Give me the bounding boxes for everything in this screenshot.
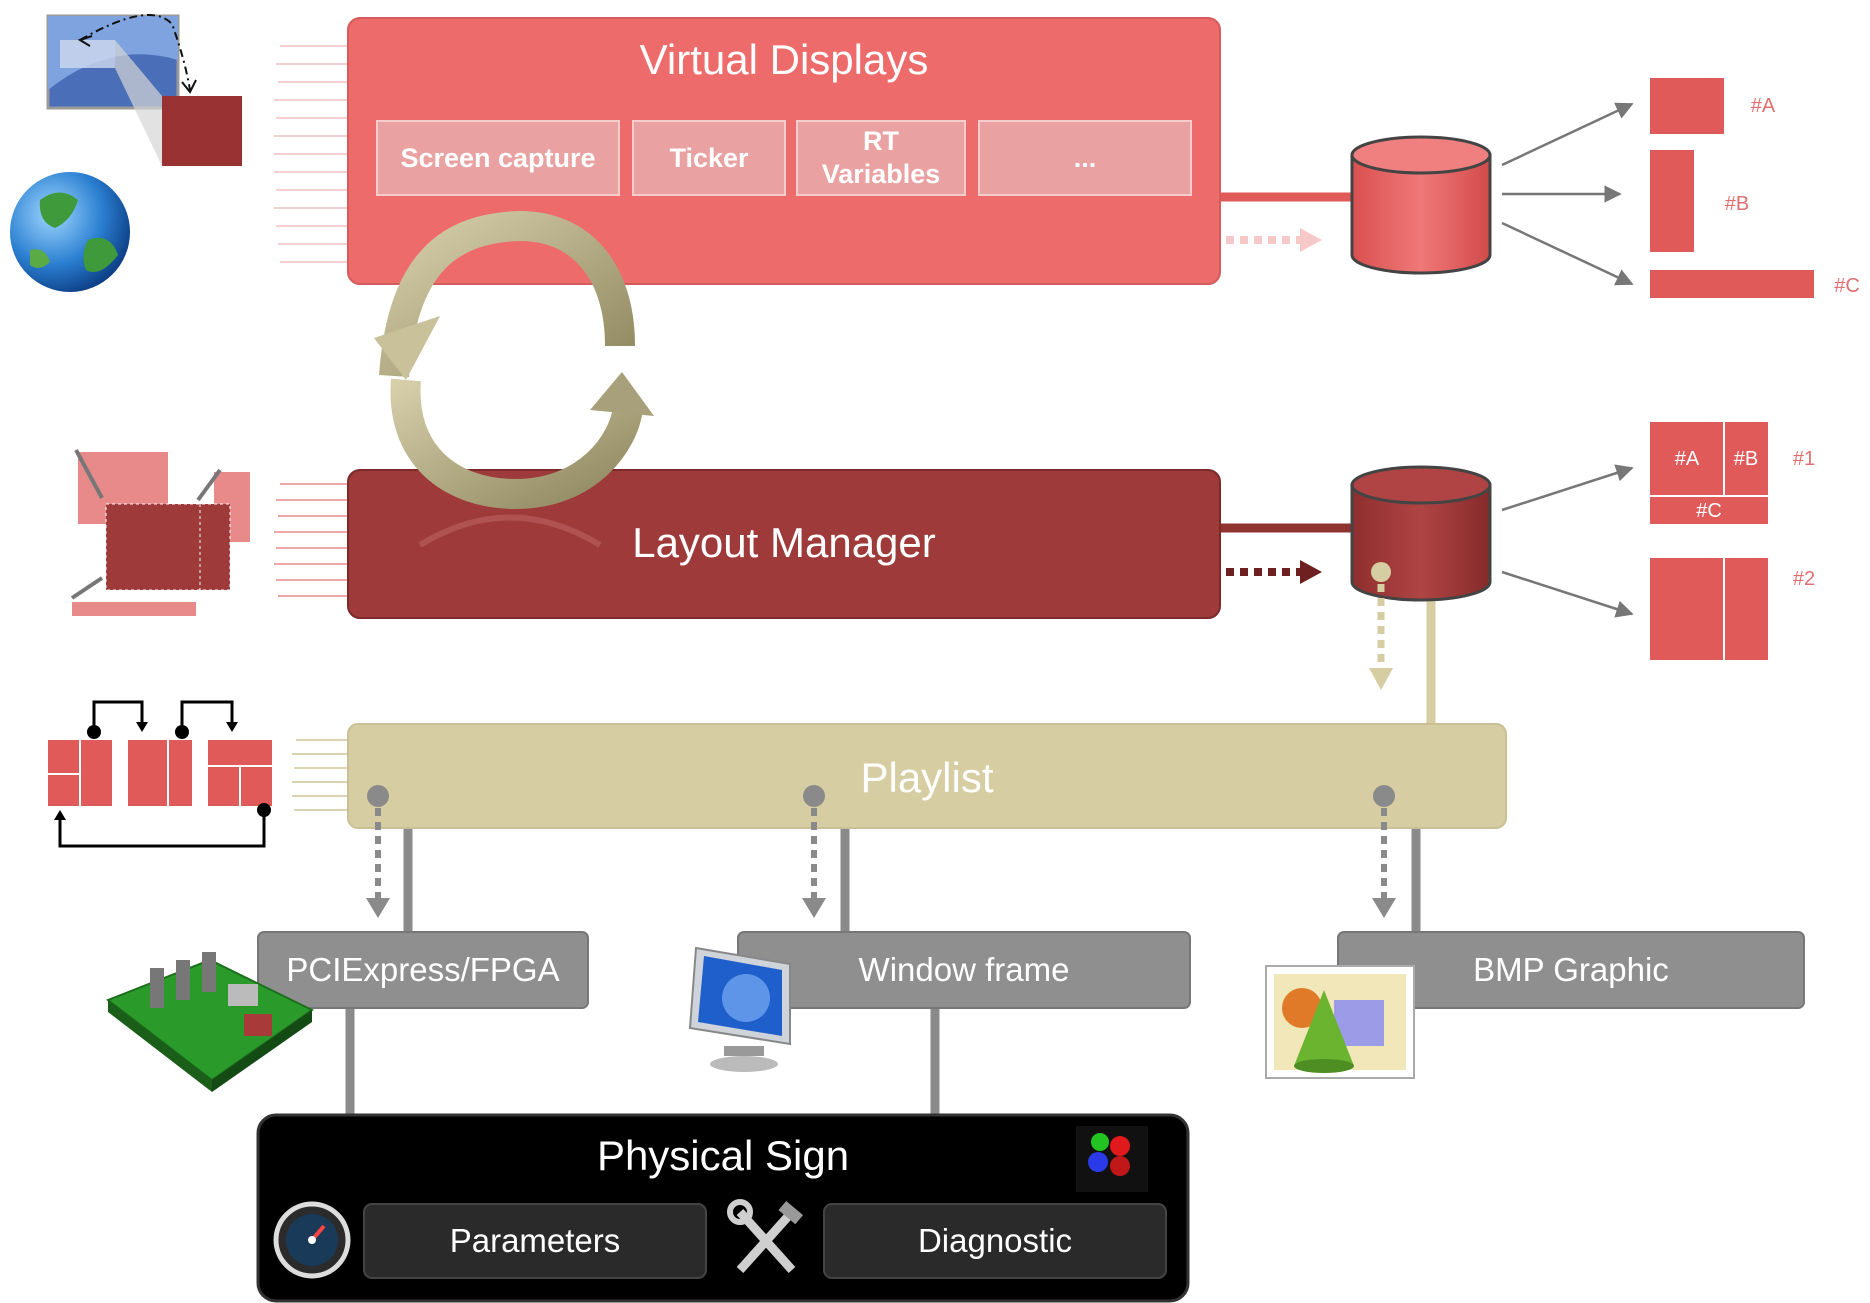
layout1-cell-c: #C: [1696, 499, 1722, 522]
rgb-led-icon: [1076, 1126, 1148, 1192]
input-stripes: [274, 45, 350, 263]
layout-manager-panel: [347, 469, 1221, 619]
tools-icon: [727, 1199, 804, 1274]
database-icon: [1350, 465, 1492, 602]
display-regions: [1650, 78, 1814, 298]
connectors: [345, 192, 1436, 1115]
flow-playlist-to-outputs: [366, 785, 1396, 918]
gauge-icon: [273, 1201, 351, 1279]
input-stripes: [292, 739, 350, 811]
screen-capture-icon: [46, 14, 242, 166]
bmp-image-icon: [1265, 965, 1415, 1079]
playlist-sequence-icon: [48, 700, 272, 848]
physical-sign-title: Physical Sign: [596, 1132, 850, 1179]
region-b: [1650, 150, 1694, 252]
layout-arrange-icon: [70, 449, 250, 616]
input-stripes: [274, 483, 350, 597]
playlist-panel: [347, 723, 1507, 829]
layout-1-label: #1: [1792, 447, 1816, 470]
region-a: [1650, 78, 1724, 134]
region-c-label: #C: [1834, 274, 1860, 297]
module-screen-capture[interactable]: Screen capture: [376, 120, 620, 196]
globe-icon: [10, 172, 130, 292]
parameters-button[interactable]: Parameters: [449, 1222, 621, 1259]
layout-2-label: #2: [1792, 567, 1816, 590]
physical-sign-panel: [256, 1113, 1190, 1303]
region-b-label: #B: [1724, 192, 1750, 215]
monitor-icon: [688, 946, 791, 1072]
module-rt-variables[interactable]: RT Variables: [796, 120, 966, 196]
playlist-title: Playlist: [860, 754, 994, 801]
region-a-label: #A: [1750, 94, 1776, 117]
layout1-cell-b: #B: [1733, 447, 1759, 470]
region-arrows: [1501, 102, 1634, 618]
output-pciexpress-fpga[interactable]: PCIExpress/FPGA: [286, 951, 560, 988]
layout-manager-title: Layout Manager: [632, 519, 936, 566]
output-boxes: [257, 931, 1805, 1009]
module-ticker[interactable]: Ticker: [632, 120, 786, 196]
virtual-displays-title: Virtual Displays: [639, 36, 929, 83]
database-icon: [1350, 135, 1492, 275]
diagnostic-button[interactable]: Diagnostic: [917, 1222, 1073, 1259]
output-window-frame[interactable]: Window frame: [858, 951, 1070, 988]
fpga-board-icon: [105, 952, 314, 1092]
layout-1-preview: [1650, 422, 1768, 524]
module-more[interactable]: ...: [978, 120, 1192, 196]
layout-2-preview: [1650, 558, 1768, 660]
output-bmp-graphic[interactable]: BMP Graphic: [1473, 951, 1669, 988]
layout1-cell-a: #A: [1674, 447, 1700, 470]
flow-db-to-playlist: [1369, 562, 1393, 690]
cycle-arrows-icon: [374, 210, 654, 510]
region-c: [1650, 270, 1814, 298]
